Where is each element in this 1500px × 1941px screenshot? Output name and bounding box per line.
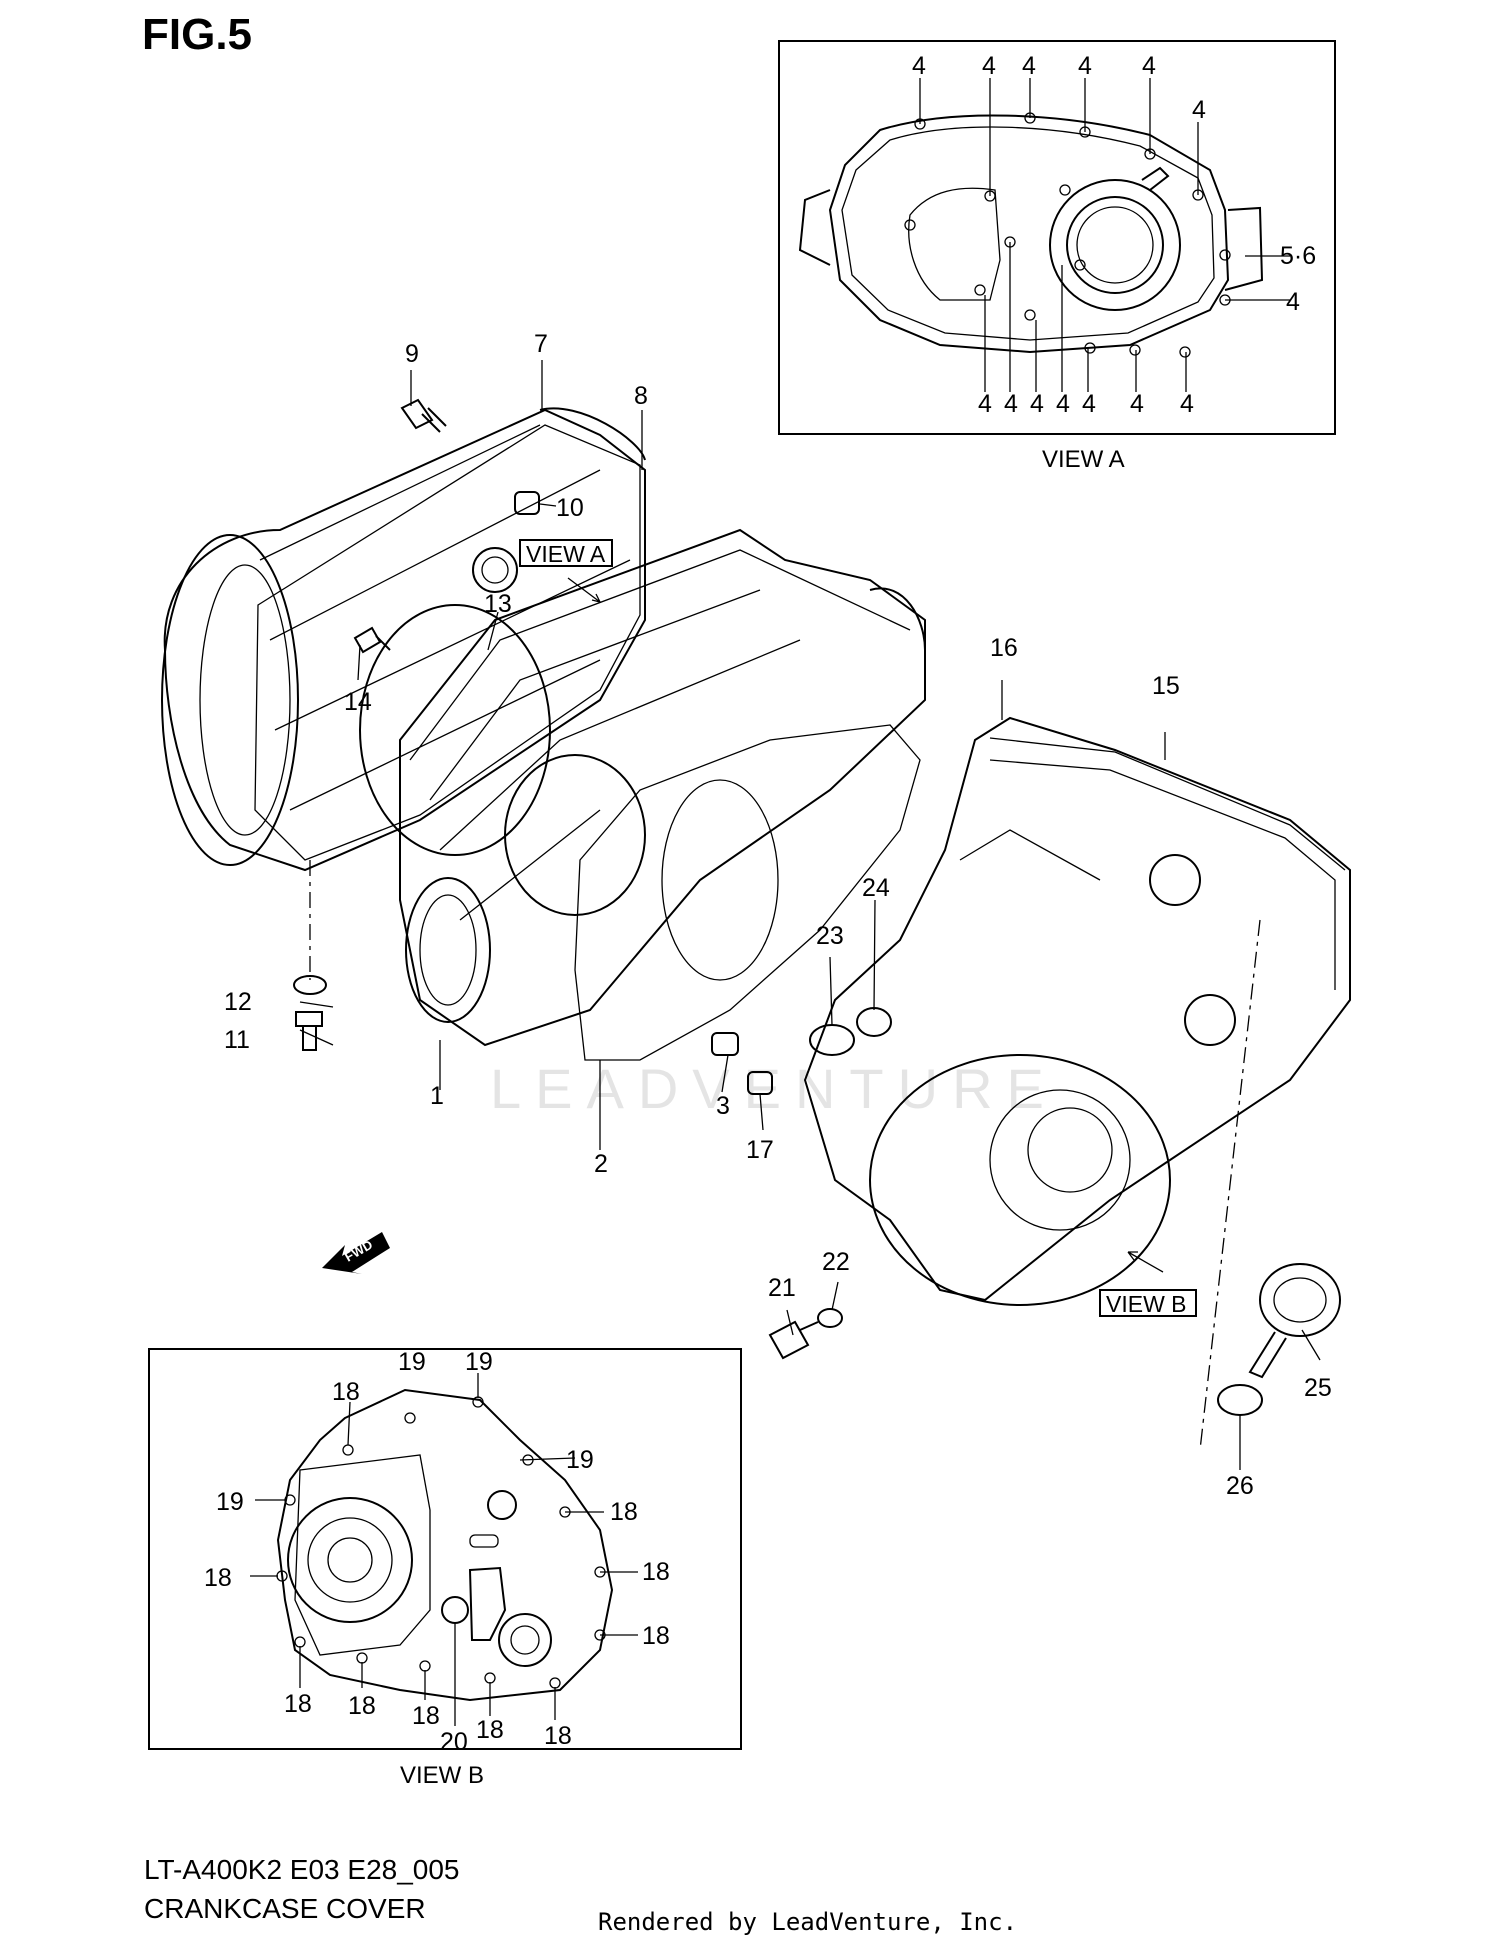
section-name: CRANKCASE COVER [144, 1893, 426, 1924]
view-b-callout-18: 18 [412, 1702, 440, 1730]
view-b-callout-19: 19 [465, 1348, 493, 1376]
view-b-drawing [250, 1373, 638, 1726]
callout-9: 9 [405, 340, 419, 368]
view-a-drawing [798, 78, 1290, 392]
callout-1: 1 [430, 1082, 444, 1110]
rendered-by-credit: Rendered by LeadVenture, Inc. [598, 1908, 1018, 1936]
callout-26: 26 [1226, 1472, 1254, 1500]
view-a-callout-4: 4 [1192, 96, 1206, 124]
view-a-callout-4: 4 [1078, 52, 1092, 80]
magneto-cover-front [869, 1054, 1171, 1306]
callout-8: 8 [634, 382, 648, 410]
view-a-callout-4: 4 [1030, 390, 1044, 418]
part-9-bolt [400, 398, 447, 433]
part-3-dowel [711, 1032, 739, 1056]
part-16-magneto-cover [803, 716, 1351, 1302]
view-b-panel [148, 1348, 742, 1750]
view-b-callout-19: 19 [216, 1488, 244, 1516]
callouts-view-a: 4 4 4 4 4 4 5·6 4 4 4 4 4 4 4 4 [912, 52, 1316, 418]
model-code: LT-A400K2 E03 E28_005 [144, 1854, 460, 1885]
part-11-bolt [295, 1011, 323, 1051]
forward-arrow: FWD [322, 1232, 390, 1274]
callout-15: 15 [1152, 672, 1180, 700]
part-2-gasket [574, 724, 921, 1061]
view-b-callout-18: 18 [332, 1378, 360, 1406]
callout-12: 12 [224, 988, 252, 1016]
part-21-bolt [768, 1320, 819, 1360]
view-b-callout-18: 18 [642, 1622, 670, 1650]
part-26-o-ring [1217, 1384, 1263, 1416]
part-1-crankcase-cover [399, 528, 926, 1047]
view-b-tag: VIEW B [1106, 1291, 1187, 1317]
view-b-callout-18: 18 [348, 1692, 376, 1720]
callout-13: 13 [484, 590, 512, 618]
view-a-caption: VIEW A [1042, 446, 1125, 473]
part-22-washer [817, 1308, 843, 1328]
callout-10: 10 [556, 494, 584, 522]
view-a-callout-4: 4 [1056, 390, 1070, 418]
callout-22: 22 [822, 1248, 850, 1276]
part-15-gasket [989, 737, 1346, 871]
part-24-o-ring [856, 1007, 892, 1037]
view-a-callout-4: 4 [912, 52, 926, 80]
callout-11: 11 [224, 1026, 250, 1054]
callout-14: 14 [344, 688, 372, 716]
callouts-main: 1 2 3 7 8 9 10 11 12 13 14 15 16 17 21 2… [224, 330, 1332, 1500]
part-25-oil-filler-cap [1248, 1263, 1341, 1379]
view-b-callout-18: 18 [544, 1722, 572, 1750]
view-a-callout-4: 4 [1180, 390, 1194, 418]
view-b-callout-18: 18 [642, 1558, 670, 1586]
view-b-callout-20: 20 [440, 1728, 468, 1756]
watermark-text: LEADVENTURE [490, 1057, 1058, 1120]
callout-3: 3 [716, 1092, 730, 1120]
view-a-callout-4: 4 [978, 390, 992, 418]
part-23-plug [809, 1024, 855, 1056]
view-a-panel [778, 40, 1336, 435]
callouts-view-b: 18 19 19 19 19 18 18 18 18 18 18 18 20 1… [204, 1348, 670, 1756]
view-a-callout-4: 4 [1142, 52, 1156, 80]
part-12-washer [293, 975, 327, 995]
callout-25: 25 [1304, 1374, 1332, 1402]
part-13-seal [359, 604, 551, 856]
view-b-callout-19: 19 [398, 1348, 426, 1376]
callout-16: 16 [990, 634, 1018, 662]
part-7-outer-cover [161, 407, 646, 872]
view-b-callout-18: 18 [284, 1690, 312, 1718]
view-a-callout-4: 4 [982, 52, 996, 80]
part-10-dowel [514, 491, 540, 515]
callout-17: 17 [746, 1136, 774, 1164]
view-b-callout-19: 19 [566, 1446, 594, 1474]
callout-21: 21 [768, 1274, 796, 1302]
view-a-callout-5-6: 5·6 [1280, 242, 1316, 270]
view-b-callout-18: 18 [610, 1498, 638, 1526]
callout-2: 2 [594, 1150, 608, 1178]
view-b-callout-18: 18 [204, 1564, 232, 1592]
view-a-callout-4: 4 [1004, 390, 1018, 418]
callout-7: 7 [534, 330, 548, 358]
view-a-callout-4: 4 [1082, 390, 1096, 418]
callout-23: 23 [816, 922, 844, 950]
view-b-callout-18: 18 [476, 1716, 504, 1744]
part-8-gasket [254, 424, 641, 861]
view-a-tag: VIEW A [526, 541, 606, 567]
view-a-callout-4: 4 [1286, 288, 1300, 316]
callout-24: 24 [862, 874, 890, 902]
view-a-callout-4: 4 [1022, 52, 1036, 80]
view-b-caption: VIEW B [400, 1762, 485, 1789]
view-a-callout-4: 4 [1130, 390, 1144, 418]
figure-title: FIG.5 [142, 10, 253, 59]
